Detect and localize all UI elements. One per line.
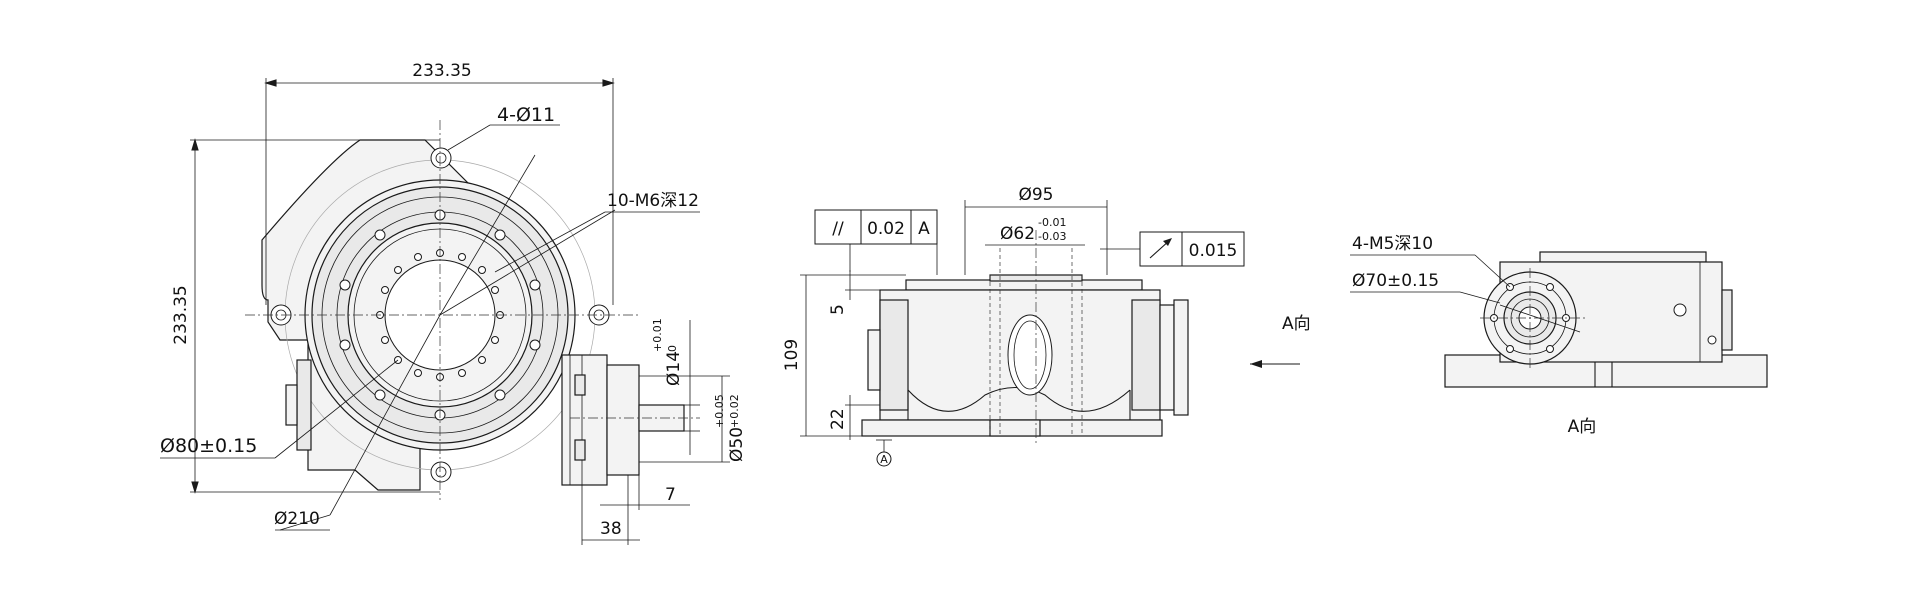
dim-height-side: 109	[782, 339, 802, 371]
datum-label: A	[880, 453, 888, 466]
dim-bore-dia: Ø62	[1000, 224, 1035, 244]
front-view: 233.35 233.35 4-Ø11 10-M6深12 Ø80±0.15 Ø2…	[160, 61, 747, 545]
label-mount-holes: 4-Ø11	[497, 104, 555, 126]
dim-shaft-tol-lower: 0	[666, 345, 679, 352]
a-view-caption: A向	[1568, 417, 1597, 437]
dim-shaft-tol-upper: +0.01	[651, 318, 664, 352]
dim-boss-len: 38	[600, 519, 622, 539]
label-pitch-dia: Ø210	[274, 509, 320, 529]
label-a-pcd: Ø70±0.15	[1352, 271, 1439, 291]
parallelism-symbol: //	[832, 219, 844, 239]
mount-hole	[430, 461, 452, 483]
side-view: Ø95 Ø62 -0.01 -0.03 // 0.02 A 0.015 109 …	[782, 185, 1311, 467]
label-thread-holes: 10-M6深12	[607, 191, 699, 211]
inner-bolt-holes	[376, 249, 504, 381]
shaft-boss	[606, 364, 640, 476]
dim-bore-tol-lower: -0.03	[1038, 230, 1066, 243]
runout-value: 0.015	[1189, 241, 1238, 261]
label-flange-dia: Ø80±0.15	[160, 435, 257, 457]
dim-width: 233.35	[412, 61, 471, 81]
dim-base-step: 22	[828, 408, 848, 430]
dim-boss-tol-upper: +0.05	[713, 394, 726, 428]
dim-bore-tol-upper: -0.01	[1038, 216, 1066, 229]
mount-hole	[430, 147, 452, 169]
view-direction-label: A向	[1282, 314, 1311, 334]
dim-top-step: 5	[828, 304, 848, 315]
dim-shaft-dia: Ø14	[664, 351, 684, 386]
a-view: 4-M5深10 Ø70±0.15 A向	[1350, 234, 1768, 437]
dim-height: 233.35	[171, 285, 191, 344]
dim-shaft-len: 7	[665, 485, 676, 505]
label-a-thread-holes: 4-M5深10	[1352, 234, 1433, 254]
dim-top-dia: Ø95	[1018, 185, 1053, 205]
dim-boss-dia: Ø50	[727, 427, 747, 462]
bore	[1007, 314, 1053, 396]
parallelism-datum: A	[918, 219, 930, 239]
left-block	[296, 359, 312, 451]
dim-boss-tol-lower: +0.02	[728, 394, 741, 428]
parallelism-value: 0.02	[867, 219, 905, 239]
outer-bolt-holes	[339, 209, 541, 421]
